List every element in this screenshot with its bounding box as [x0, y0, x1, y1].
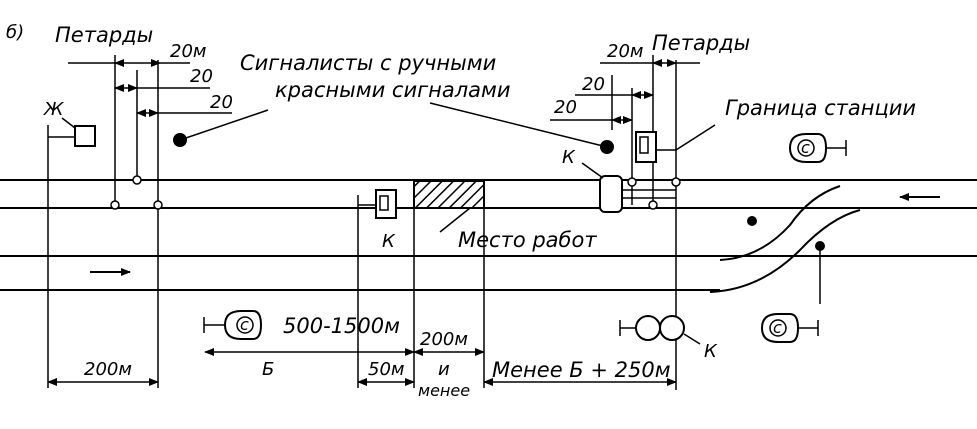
- signalman-left-leader: [179, 109, 269, 141]
- marker-k1: К: [382, 231, 396, 252]
- dim-right-20b: 20: [554, 97, 577, 118]
- work-site-label: Место работ: [458, 228, 597, 252]
- marker-zh: Ж: [43, 99, 64, 120]
- hand-signal-c-icon: c: [203, 310, 263, 340]
- hand-signal-c-icon: c: [760, 313, 819, 343]
- k-signal-right: [581, 162, 676, 213]
- station-border-signal: [635, 124, 716, 163]
- work-site-area: [413, 180, 485, 209]
- dim-b: Б: [262, 359, 274, 380]
- dim-and: и: [438, 359, 450, 380]
- reference-lines: [47, 55, 677, 390]
- petards-left-label: Петарды: [55, 23, 153, 47]
- two-light-signal-icon: [619, 315, 701, 345]
- dim-50: 50м: [368, 359, 404, 380]
- marker-k3: К: [704, 341, 718, 362]
- signalmen-label-line2: красными сигналами: [275, 78, 511, 102]
- switch-post: [815, 241, 825, 304]
- zh-signal: [48, 117, 96, 147]
- signalman-right-leader: [429, 102, 608, 148]
- dim-left-20b: 20: [210, 92, 233, 113]
- svg-text:c: c: [801, 138, 810, 157]
- petards-right-label: Петарды: [652, 31, 750, 55]
- dim-right-20a: 20: [582, 74, 605, 95]
- dim-less: менее: [418, 381, 470, 400]
- dim-range: 500-1500м: [283, 314, 400, 338]
- dim-200-work: 200м: [420, 329, 468, 350]
- petard-markers: [110, 175, 681, 210]
- left-petard-dimensions: [68, 59, 232, 117]
- marker-k2: К: [562, 147, 576, 168]
- switch-dot-1: [747, 216, 757, 226]
- hand-signal-c-icon: c: [788, 133, 847, 163]
- dim-200-left: 200м: [84, 359, 132, 380]
- right-petard-dimensions: [550, 59, 700, 124]
- dim-left-20a: 20: [190, 66, 213, 87]
- work-site-leader: [439, 207, 471, 233]
- bottom-dimensions: [47, 348, 677, 386]
- panel-label: б): [6, 22, 24, 43]
- svg-text:c: c: [773, 318, 782, 337]
- svg-text:c: c: [240, 315, 249, 334]
- switch-rail-1: [719, 185, 841, 261]
- k-signal-worksite: [358, 189, 397, 219]
- dim-less-b: Менее Б + 250м: [492, 358, 671, 382]
- tracks: [0, 179, 977, 293]
- dim-right-20m: 20м: [607, 41, 643, 62]
- dim-left-20m: 20м: [170, 41, 206, 62]
- station-border-label: Граница станции: [725, 96, 916, 120]
- switch-rail-2: [709, 209, 861, 293]
- signalmen-label: Сигналисты с ручными: [240, 51, 496, 75]
